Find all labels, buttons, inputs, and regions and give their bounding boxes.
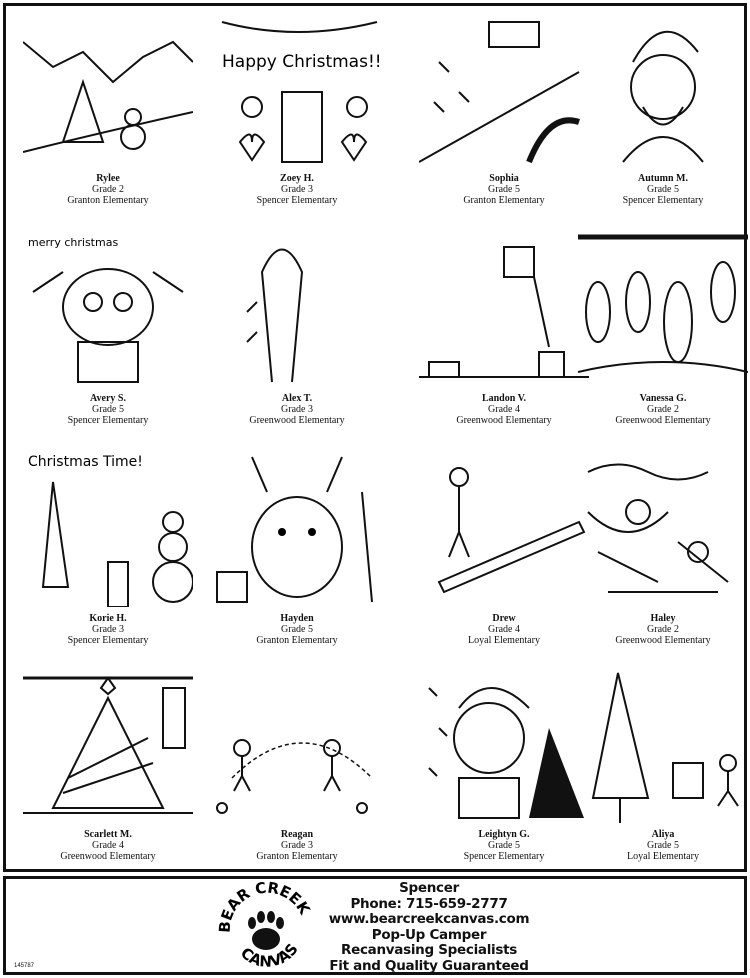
drawing-entry: Vanessa G. Grade 2 Greenwood Elementary	[573, 232, 750, 426]
child-drawing	[587, 463, 729, 593]
artist-school: Granton Elementary	[256, 635, 338, 646]
artist-name: Vanessa G.	[639, 393, 687, 404]
drawing-entry: Reagan Grade 3 Granton Elementary	[207, 668, 387, 862]
artist-grade: Grade 2	[647, 624, 679, 635]
ad-line-guarantee: Fit and Quality Guaranteed	[329, 957, 529, 974]
artist-name: Rylee	[96, 173, 120, 184]
artist-grade: Grade 2	[92, 184, 124, 195]
artist-school: Spencer Elementary	[67, 635, 149, 646]
artist-name: Hayden	[280, 613, 314, 624]
artist-grade: Grade 4	[92, 840, 124, 851]
ad-website[interactable]: www.bearcreekcanvas.com	[328, 911, 530, 927]
artist-name: Reagan	[280, 829, 314, 840]
drawing-text: Happy Christmas!!	[222, 52, 382, 72]
artist-school: Spencer Elementary	[463, 851, 545, 862]
artist-school: Spencer Elementary	[67, 415, 149, 426]
artist-grade: Grade 5	[281, 624, 313, 635]
artist-school: Greenwood Elementary	[615, 635, 711, 646]
child-drawing: Christmas Time!	[28, 454, 193, 607]
artist-name: Drew	[492, 613, 516, 624]
artist-name: Leightyn G.	[478, 829, 530, 840]
artist-name: Sophia	[489, 173, 519, 184]
drawing-entry: Haley Grade 2 Greenwood Elementary	[573, 452, 750, 646]
svg-text:BEAR CREEK: BEAR CREEK	[218, 881, 314, 933]
artist-name: Korie H.	[89, 613, 127, 624]
artist-school: Greenwood Elementary	[249, 415, 345, 426]
artist-grade: Grade 2	[647, 404, 679, 415]
artist-grade: Grade 4	[488, 404, 520, 415]
drawing-entry: Rylee Grade 2 Granton Elementary	[18, 12, 198, 206]
artist-school: Loyal Elementary	[468, 635, 540, 646]
child-drawing	[216, 739, 373, 814]
drawing-entry: merry christmas Avery S. Grade 5 Spencer…	[18, 232, 198, 426]
artist-grade: Grade 5	[488, 184, 520, 195]
drawing-entry: Sophia Grade 5 Granton Elementary	[414, 12, 594, 206]
artist-grade: Grade 5	[647, 840, 679, 851]
artist-school: Loyal Elementary	[627, 851, 699, 862]
artist-grade: Grade 5	[647, 184, 679, 195]
artist-grade: Grade 3	[281, 404, 313, 415]
drawing-entry: Happy Christmas!! Zoey H. Grade 3 Spence…	[207, 12, 387, 206]
artist-name: Haley	[650, 613, 676, 624]
ad-line-recanvasing: Recanvasing Specialists	[341, 942, 517, 958]
drawings-frame	[3, 3, 747, 872]
drawing-entry: Aliya Grade 5 Loyal Elementary	[573, 668, 750, 862]
artist-name: Autumn M.	[637, 173, 688, 184]
child-drawing	[578, 234, 748, 373]
child-drawing	[419, 246, 589, 378]
artist-name: Alex T.	[281, 393, 313, 404]
drawing-entry: Scarlett M. Grade 4 Greenwood Elementary	[18, 668, 198, 862]
artist-grade: Grade 4	[488, 624, 520, 635]
artist-school: Greenwood Elementary	[60, 851, 156, 862]
drawing-entry: Landon V. Grade 4 Greenwood Elementary	[414, 232, 594, 426]
artist-name: Zoey H.	[280, 173, 314, 184]
artist-name: Avery S.	[90, 393, 126, 404]
artist-school: Granton Elementary	[67, 195, 149, 206]
child-drawing	[23, 40, 193, 153]
drawing-text: merry christmas	[28, 236, 118, 249]
drawing-entry: Alex T. Grade 3 Greenwood Elementary	[207, 232, 387, 426]
drawing-entry: Leightyn G. Grade 5 Spencer Elementary	[414, 668, 594, 862]
child-drawing	[419, 21, 580, 164]
drawing-entry: Drew Grade 4 Loyal Elementary	[414, 452, 594, 646]
artist-school: Spencer Elementary	[622, 195, 704, 206]
ad-phone: Phone: 715-659-2777	[350, 895, 508, 912]
bear-creek-canvas-ad: BEAR CREEK CANVAS Spencer Phone: 715-659…	[3, 876, 747, 975]
child-drawing	[428, 687, 584, 819]
child-drawing	[23, 676, 193, 814]
child-drawing	[216, 456, 373, 603]
drawing-entry: Christmas Time! Korie H. Grade 3 Spencer…	[18, 452, 198, 646]
artist-grade: Grade 3	[281, 840, 313, 851]
artist-school: Greenwood Elementary	[456, 415, 552, 426]
artist-school: Greenwood Elementary	[615, 415, 711, 426]
child-drawing: Happy Christmas!!	[221, 21, 382, 163]
ad-line-popup: Pop-Up Camper	[371, 926, 487, 943]
bear-creek-canvas-logo: BEAR CREEK CANVAS	[218, 881, 314, 971]
artist-school: Spencer Elementary	[256, 195, 338, 206]
artist-school: Granton Elementary	[463, 195, 545, 206]
child-drawing	[246, 248, 304, 383]
ad-code: 145787	[14, 963, 35, 969]
artist-grade: Grade 3	[281, 184, 313, 195]
child-drawing	[591, 672, 739, 823]
drawing-entry: Autumn M. Grade 5 Spencer Elementary	[573, 12, 750, 206]
artist-name: Landon V.	[481, 393, 527, 404]
bear-paw-icon	[248, 911, 284, 950]
ad-location: Spencer	[399, 880, 459, 896]
child-drawing	[437, 467, 586, 594]
drawing-text: Christmas Time!	[28, 454, 143, 470]
artist-school: Granton Elementary	[256, 851, 338, 862]
drawing-entry: Hayden Grade 5 Granton Elementary	[207, 452, 387, 646]
child-drawing	[622, 30, 704, 163]
artist-grade: Grade 3	[92, 624, 124, 635]
artist-grade: Grade 5	[488, 840, 520, 851]
child-drawing: merry christmas	[28, 236, 184, 383]
artist-name: Scarlett M.	[84, 829, 132, 840]
artist-grade: Grade 5	[92, 404, 124, 415]
artist-name: Aliya	[651, 829, 675, 840]
